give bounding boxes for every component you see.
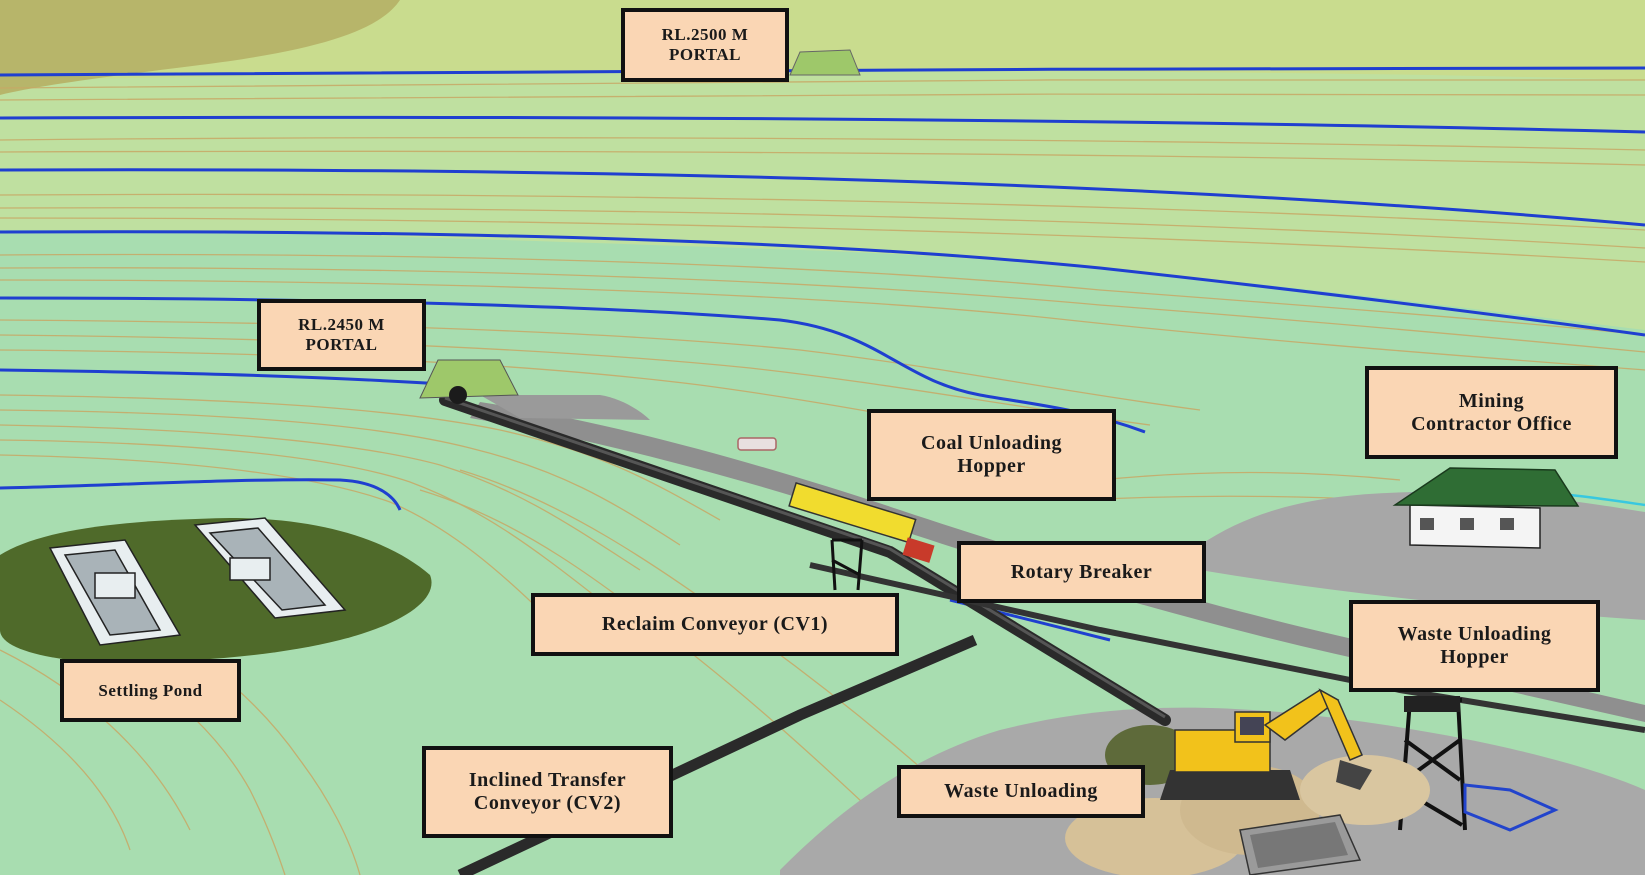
upper-ridge (0, 0, 1645, 80)
label-coal-unloading-hopper-line2: Hopper (957, 455, 1026, 477)
label-rotary-breaker-text: Rotary Breaker (1010, 560, 1153, 583)
excavator (1160, 688, 1372, 800)
vehicle (737, 437, 777, 451)
label-waste-unloading-hopper-line1: Waste Unloading (1397, 623, 1552, 645)
label-portal-2450-line1: RL.2450 M (298, 315, 385, 335)
hill-patch (0, 0, 400, 95)
portal-2450-hill (419, 359, 519, 399)
label-mining-contractor-office-line1: Mining (1458, 389, 1525, 412)
coal-train (788, 482, 917, 544)
waste-hopper-bin (1404, 696, 1460, 712)
label-waste-unloading-hopper-line2: Hopper (1440, 646, 1509, 668)
minor-contours (0, 78, 1645, 875)
reclaim-conveyor-cv1 (439, 394, 1171, 726)
upper-hillside (0, 0, 1645, 330)
label-mining-contractor-office-line2: Contractor Office (1411, 412, 1572, 435)
label-reclaim-conveyor: Reclaim Conveyor (CV1) (531, 593, 899, 656)
coal-hopper-tower (830, 538, 864, 591)
label-waste-unloading: Waste Unloading (897, 765, 1145, 818)
label-portal-2500-line1: RL.2500 M (661, 25, 749, 45)
label-coal-unloading-hopper-line1: Coal Unloading (921, 432, 1062, 454)
portal-2500-hill (789, 49, 861, 76)
label-inclined-transfer-conveyor-line1: Inclined Transfer (468, 769, 627, 791)
label-portal-2500-line2: PORTAL (669, 45, 741, 64)
waste-hopper-outline (1463, 783, 1559, 832)
cv1-highlight (444, 396, 1166, 719)
label-rotary-breaker: Rotary Breaker (957, 541, 1206, 603)
label-portal-2450-line2: PORTAL (305, 335, 378, 354)
overland-conveyor (809, 562, 1645, 733)
label-settling-pond: Settling Pond (60, 659, 241, 722)
label-settling-pond-text: Settling Pond (98, 680, 203, 700)
rotary-breaker-unit (902, 537, 935, 563)
label-reclaim-conveyor-text: Reclaim Conveyor (CV1) (601, 613, 829, 635)
dump-truck (1239, 814, 1362, 875)
waste-stockpile-right (1300, 755, 1430, 825)
settling-pond-cells (48, 517, 347, 646)
label-inclined-transfer-conveyor-line2: Conveyor (CV2) (473, 792, 622, 814)
portal-road (480, 395, 650, 420)
mining-contractor-office (1392, 467, 1580, 549)
portal-2450-entrance (449, 386, 467, 404)
label-waste-unloading-text: Waste Unloading (944, 780, 1098, 802)
